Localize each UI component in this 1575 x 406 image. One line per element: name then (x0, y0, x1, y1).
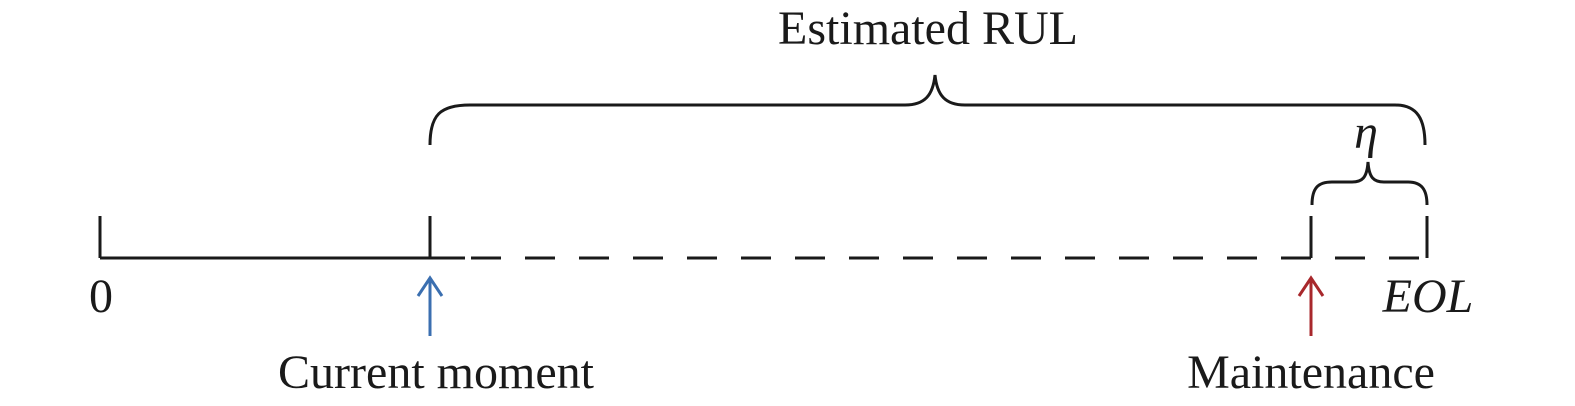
current-moment-arrow-icon (416, 275, 444, 336)
current-moment-label: Current moment (278, 346, 595, 399)
eol-label: EOL (1382, 270, 1474, 323)
origin-label: 0 (89, 270, 113, 323)
maintenance-label: Maintenance (1187, 346, 1435, 399)
eta-label: η (1354, 106, 1378, 159)
eta-brace (1310, 161, 1429, 206)
estimated-rul-label: Estimated RUL (778, 2, 1078, 55)
estimated-rul-brace (428, 74, 1427, 146)
maintenance-arrow-icon (1297, 275, 1325, 336)
